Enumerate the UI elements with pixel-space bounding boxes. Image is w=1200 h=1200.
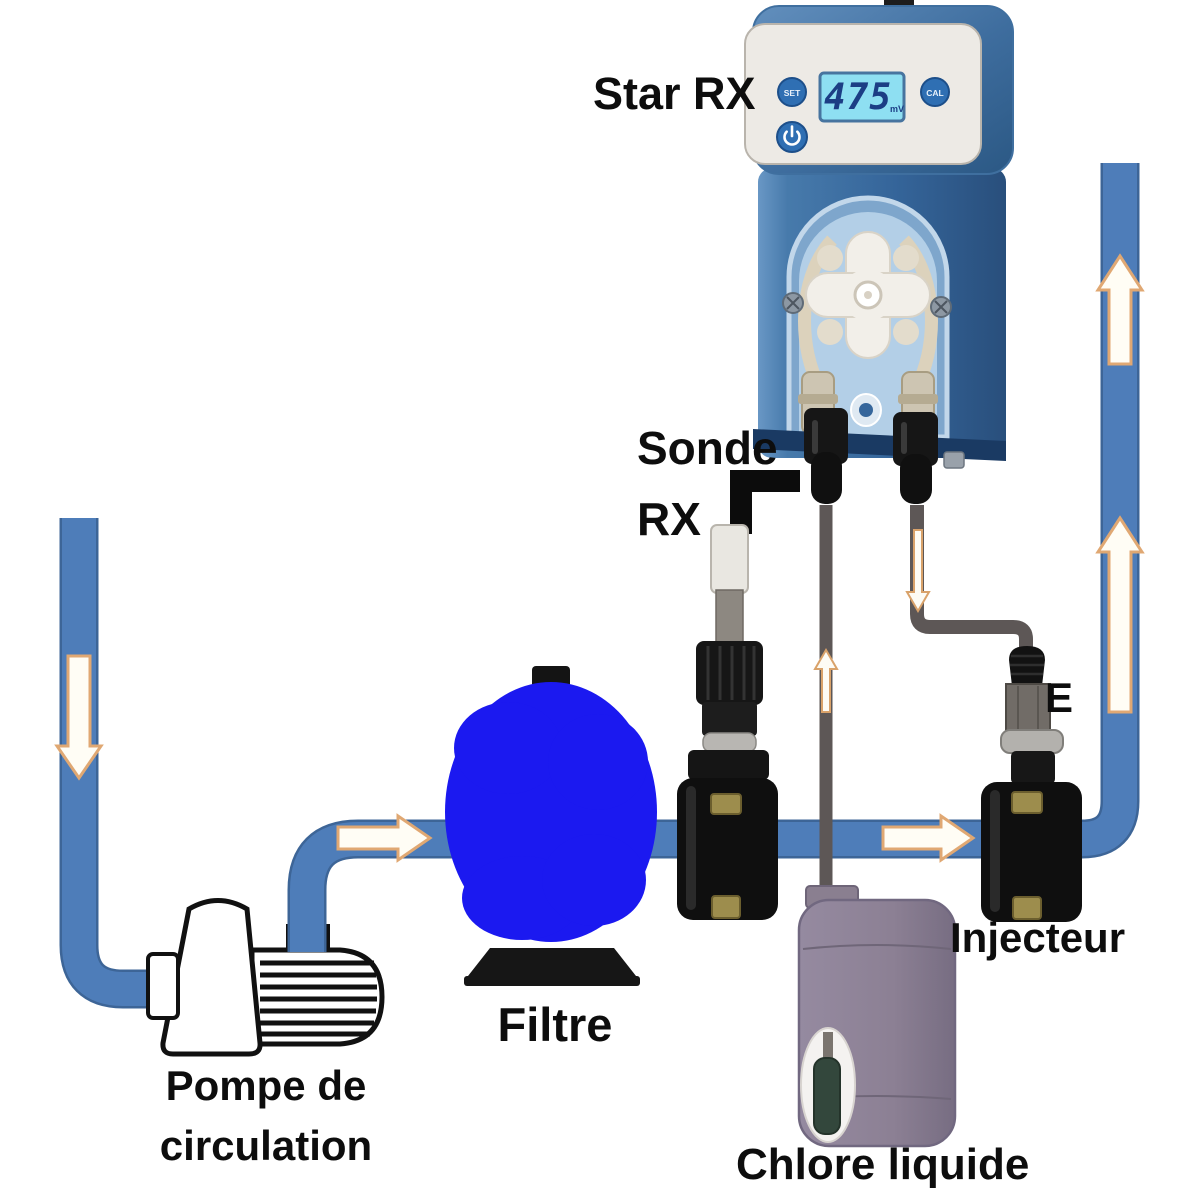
pump-fitting-ring-left (798, 394, 838, 404)
label-pump: Pompe de circulation (152, 1056, 380, 1176)
lcd-unit: mV (890, 104, 904, 114)
label-pump-line2: circulation (159, 1122, 373, 1169)
flow-arrow-up-1 (1095, 253, 1145, 366)
pump-motor-fins (260, 960, 377, 1037)
cal-button: CAL (920, 77, 950, 107)
probe-lower-nut (702, 702, 757, 736)
flow-arrow-right-2 (881, 813, 976, 863)
set-button-label: SET (784, 88, 801, 98)
flow-arrows (54, 253, 1145, 863)
suction-strainer (813, 1057, 841, 1135)
tube-arrows (813, 529, 931, 713)
controller-figure: SET CAL 475 mV (744, 0, 1014, 504)
pipe-main (445, 163, 1137, 856)
pump-housing (160, 898, 263, 1057)
label-chlorine: Chlore liquide (736, 1140, 1030, 1189)
pump-emblem-hole (859, 403, 873, 417)
label-injector: Injecteur (950, 914, 1126, 961)
probe-gland-nut (696, 641, 763, 705)
probe-shaft (715, 589, 744, 647)
injector-saddle-highlight (990, 790, 1000, 912)
suction-connector-tip (811, 452, 842, 504)
probe-saddle-highlight (686, 786, 696, 910)
injector-figure (981, 646, 1082, 922)
injector-hex-body (1005, 683, 1051, 733)
pump-rollers (817, 245, 919, 345)
probe-saddle-bolt-bottom (711, 895, 741, 919)
pump-fitting-ring-right (898, 394, 938, 404)
label-controller: Star RX (593, 68, 756, 119)
probe-assembly-figure (677, 524, 778, 920)
discharge-connector-tip (900, 454, 932, 504)
label-probe-line1: Sonde (637, 422, 778, 474)
power-button (776, 121, 808, 153)
canister-inner-tube (823, 1032, 833, 1066)
lcd-value: 475 (824, 77, 892, 118)
filter-base (468, 948, 636, 976)
canister-shoulder-line (802, 944, 952, 950)
circulation-pump-figure (160, 898, 385, 1057)
pump-inlet-flange (146, 952, 180, 1020)
probe-saddle-clamp (677, 778, 778, 920)
injector-cap-ridges (1010, 654, 1044, 676)
lcd-display: 475 mV (818, 71, 906, 123)
probe-metal-ring (702, 732, 757, 753)
label-injection-point: E (1045, 674, 1074, 721)
filter-base-plate (464, 976, 640, 986)
pipe-left (62, 518, 156, 1006)
pump-rotor (805, 231, 931, 359)
filter-vessel (445, 682, 657, 942)
power-icon (783, 125, 801, 146)
hose-connectors (804, 408, 938, 504)
injector-saddle-clamp (981, 782, 1082, 922)
set-button: SET (777, 77, 807, 107)
cover-screws (782, 292, 952, 318)
probe-gland-ridges (706, 646, 756, 700)
flow-arrow-down (54, 654, 104, 781)
cal-button-label: CAL (926, 88, 943, 98)
suction-connector-shine (812, 420, 818, 454)
tube-arrow-down (905, 529, 931, 613)
label-filter: Filtre (497, 998, 613, 1051)
probe-saddle-bolt-top (710, 793, 742, 815)
tube-arrow-up (813, 648, 839, 713)
injector-neck (1011, 751, 1055, 784)
discharge-tube (910, 505, 1033, 658)
chlorine-canister-figure (797, 885, 957, 1148)
label-probe-line2: RX (637, 493, 701, 545)
injector-saddle-bolt-top (1011, 791, 1043, 814)
flow-arrow-right-1 (336, 813, 433, 863)
filter-figure (445, 666, 657, 986)
pipes (59, 163, 1140, 1009)
injector-saddle-bolt-bottom (1012, 896, 1042, 920)
label-pump-line1: Pompe de (165, 1062, 367, 1109)
probe-neck (688, 750, 769, 780)
controller-side-tab (943, 451, 965, 469)
flow-arrow-up-2 (1095, 515, 1145, 714)
probe-cable (730, 470, 800, 534)
discharge-connector-shine (901, 422, 907, 454)
injector-metal-ring (1000, 729, 1064, 754)
